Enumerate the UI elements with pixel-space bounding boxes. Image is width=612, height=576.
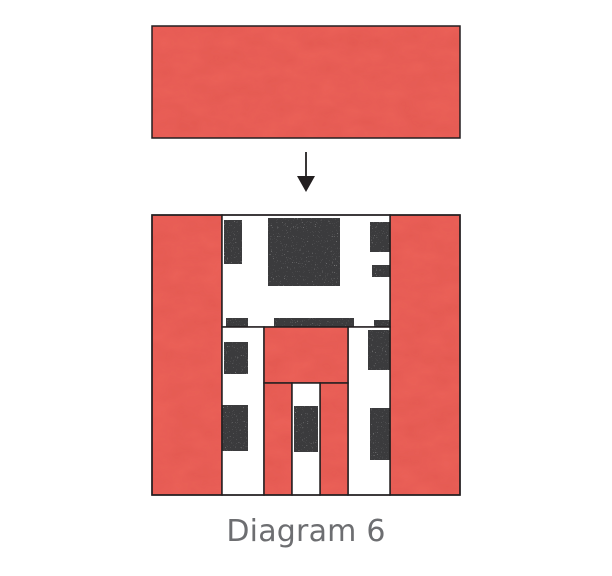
top-coral-strip [151, 25, 461, 139]
top-print-band [221, 214, 391, 328]
arrow-down-icon [297, 152, 315, 192]
center-coral-top [263, 326, 349, 384]
left-coral-strip [151, 214, 223, 496]
center-print-piece [291, 382, 321, 496]
block-outline [151, 214, 461, 496]
left-print-strip [221, 326, 265, 496]
center-coral-left-strip [263, 382, 293, 496]
diagram-caption: Diagram 6 [226, 514, 386, 549]
right-coral-strip [389, 214, 461, 496]
quilt-block [151, 214, 461, 496]
center-coral-right-strip [319, 382, 349, 496]
right-print-strip [347, 326, 391, 496]
